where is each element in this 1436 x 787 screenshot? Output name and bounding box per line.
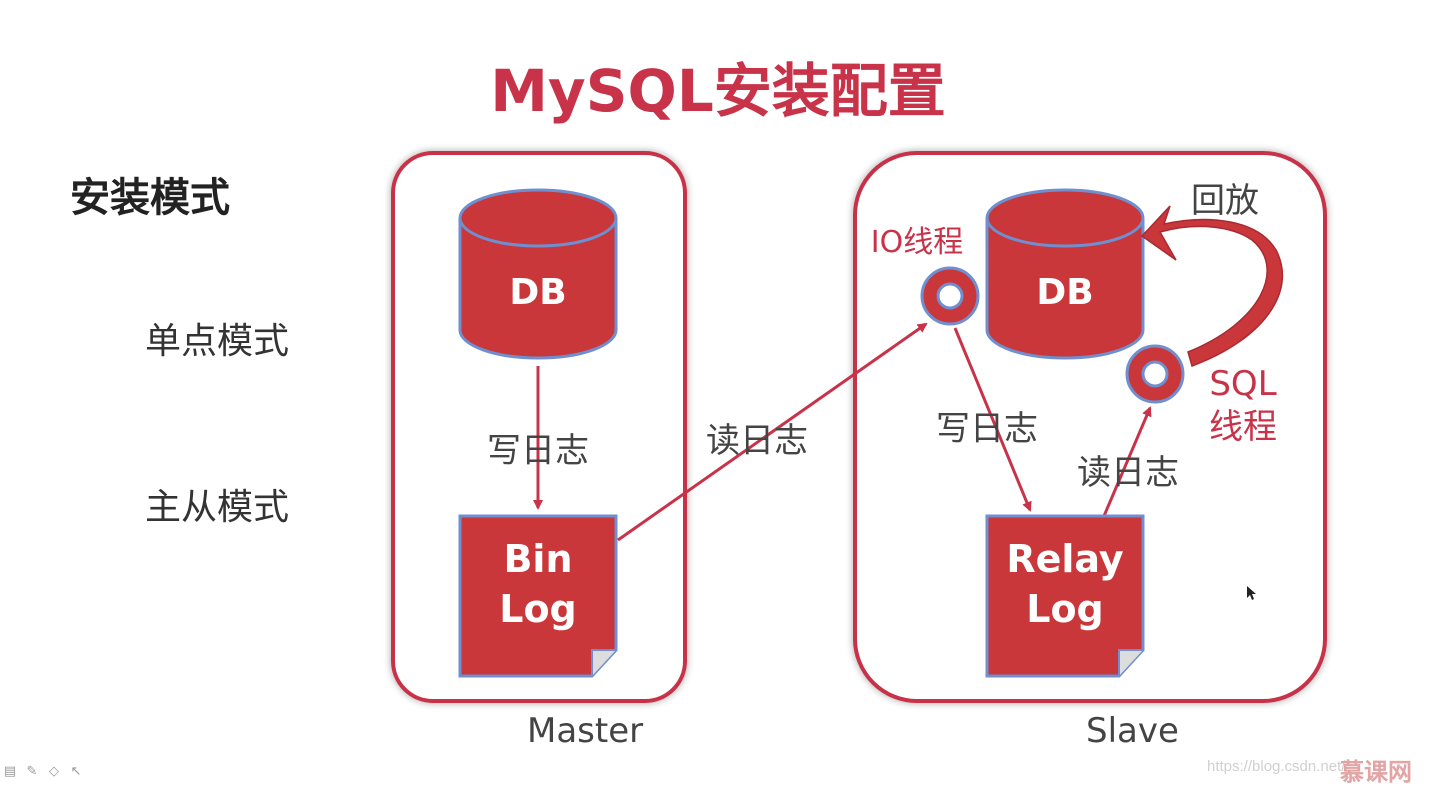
relay-log-document: Relay Log <box>985 514 1145 678</box>
replay-arrow <box>1140 205 1284 367</box>
url-watermark: https://blog.csdn.net/ <box>1207 758 1346 775</box>
master-caption: Master <box>527 711 644 751</box>
slave-read-label: 读日志 <box>1077 453 1179 493</box>
mouse-cursor-icon <box>1247 585 1257 604</box>
slave-db-cylinder: DB <box>985 188 1145 360</box>
page-title: MySQL安装配置 <box>490 57 946 125</box>
replay-label: 回放 <box>1191 181 1259 221</box>
bin-log-document: Bin Log <box>458 514 618 678</box>
sql-thread-line2: 线程 <box>1209 407 1277 447</box>
master-db-label: DB <box>509 272 566 313</box>
bin-log-line1: Bin <box>503 537 572 581</box>
mode-single: 单点模式 <box>145 321 290 362</box>
brand-logo: 慕课网 <box>1340 758 1412 786</box>
relay-log-line2: Log <box>1026 587 1104 631</box>
io-thread-label: IO线程 <box>871 225 963 260</box>
slave-read-arrow <box>1102 406 1152 517</box>
pointer-icon[interactable]: ↖ <box>70 764 82 779</box>
slave-caption: Slave <box>1086 711 1179 751</box>
install-modes-heading: 安装模式 <box>70 175 230 221</box>
slides-icon[interactable]: ▤ <box>3 764 17 779</box>
read-log-arrow <box>617 322 928 542</box>
eraser-icon[interactable]: ◇ <box>49 764 59 779</box>
cross-read-label: 读日志 <box>706 421 808 461</box>
mode-master-slave: 主从模式 <box>145 487 290 528</box>
bin-log-line2: Log <box>499 587 577 631</box>
master-db-cylinder: DB <box>458 188 618 360</box>
relay-log-line1: Relay <box>1006 537 1124 581</box>
slave-db-label: DB <box>1036 272 1093 313</box>
slave-write-arrow <box>953 327 1032 512</box>
master-write-label: 写日志 <box>487 431 589 471</box>
presentation-toolbar: ▤ ✎ ◇ ↖ <box>2 764 84 780</box>
sql-thread-line1: SQL <box>1209 364 1276 404</box>
pen-icon[interactable]: ✎ <box>26 764 38 779</box>
slave-write-label: 写日志 <box>936 409 1038 449</box>
